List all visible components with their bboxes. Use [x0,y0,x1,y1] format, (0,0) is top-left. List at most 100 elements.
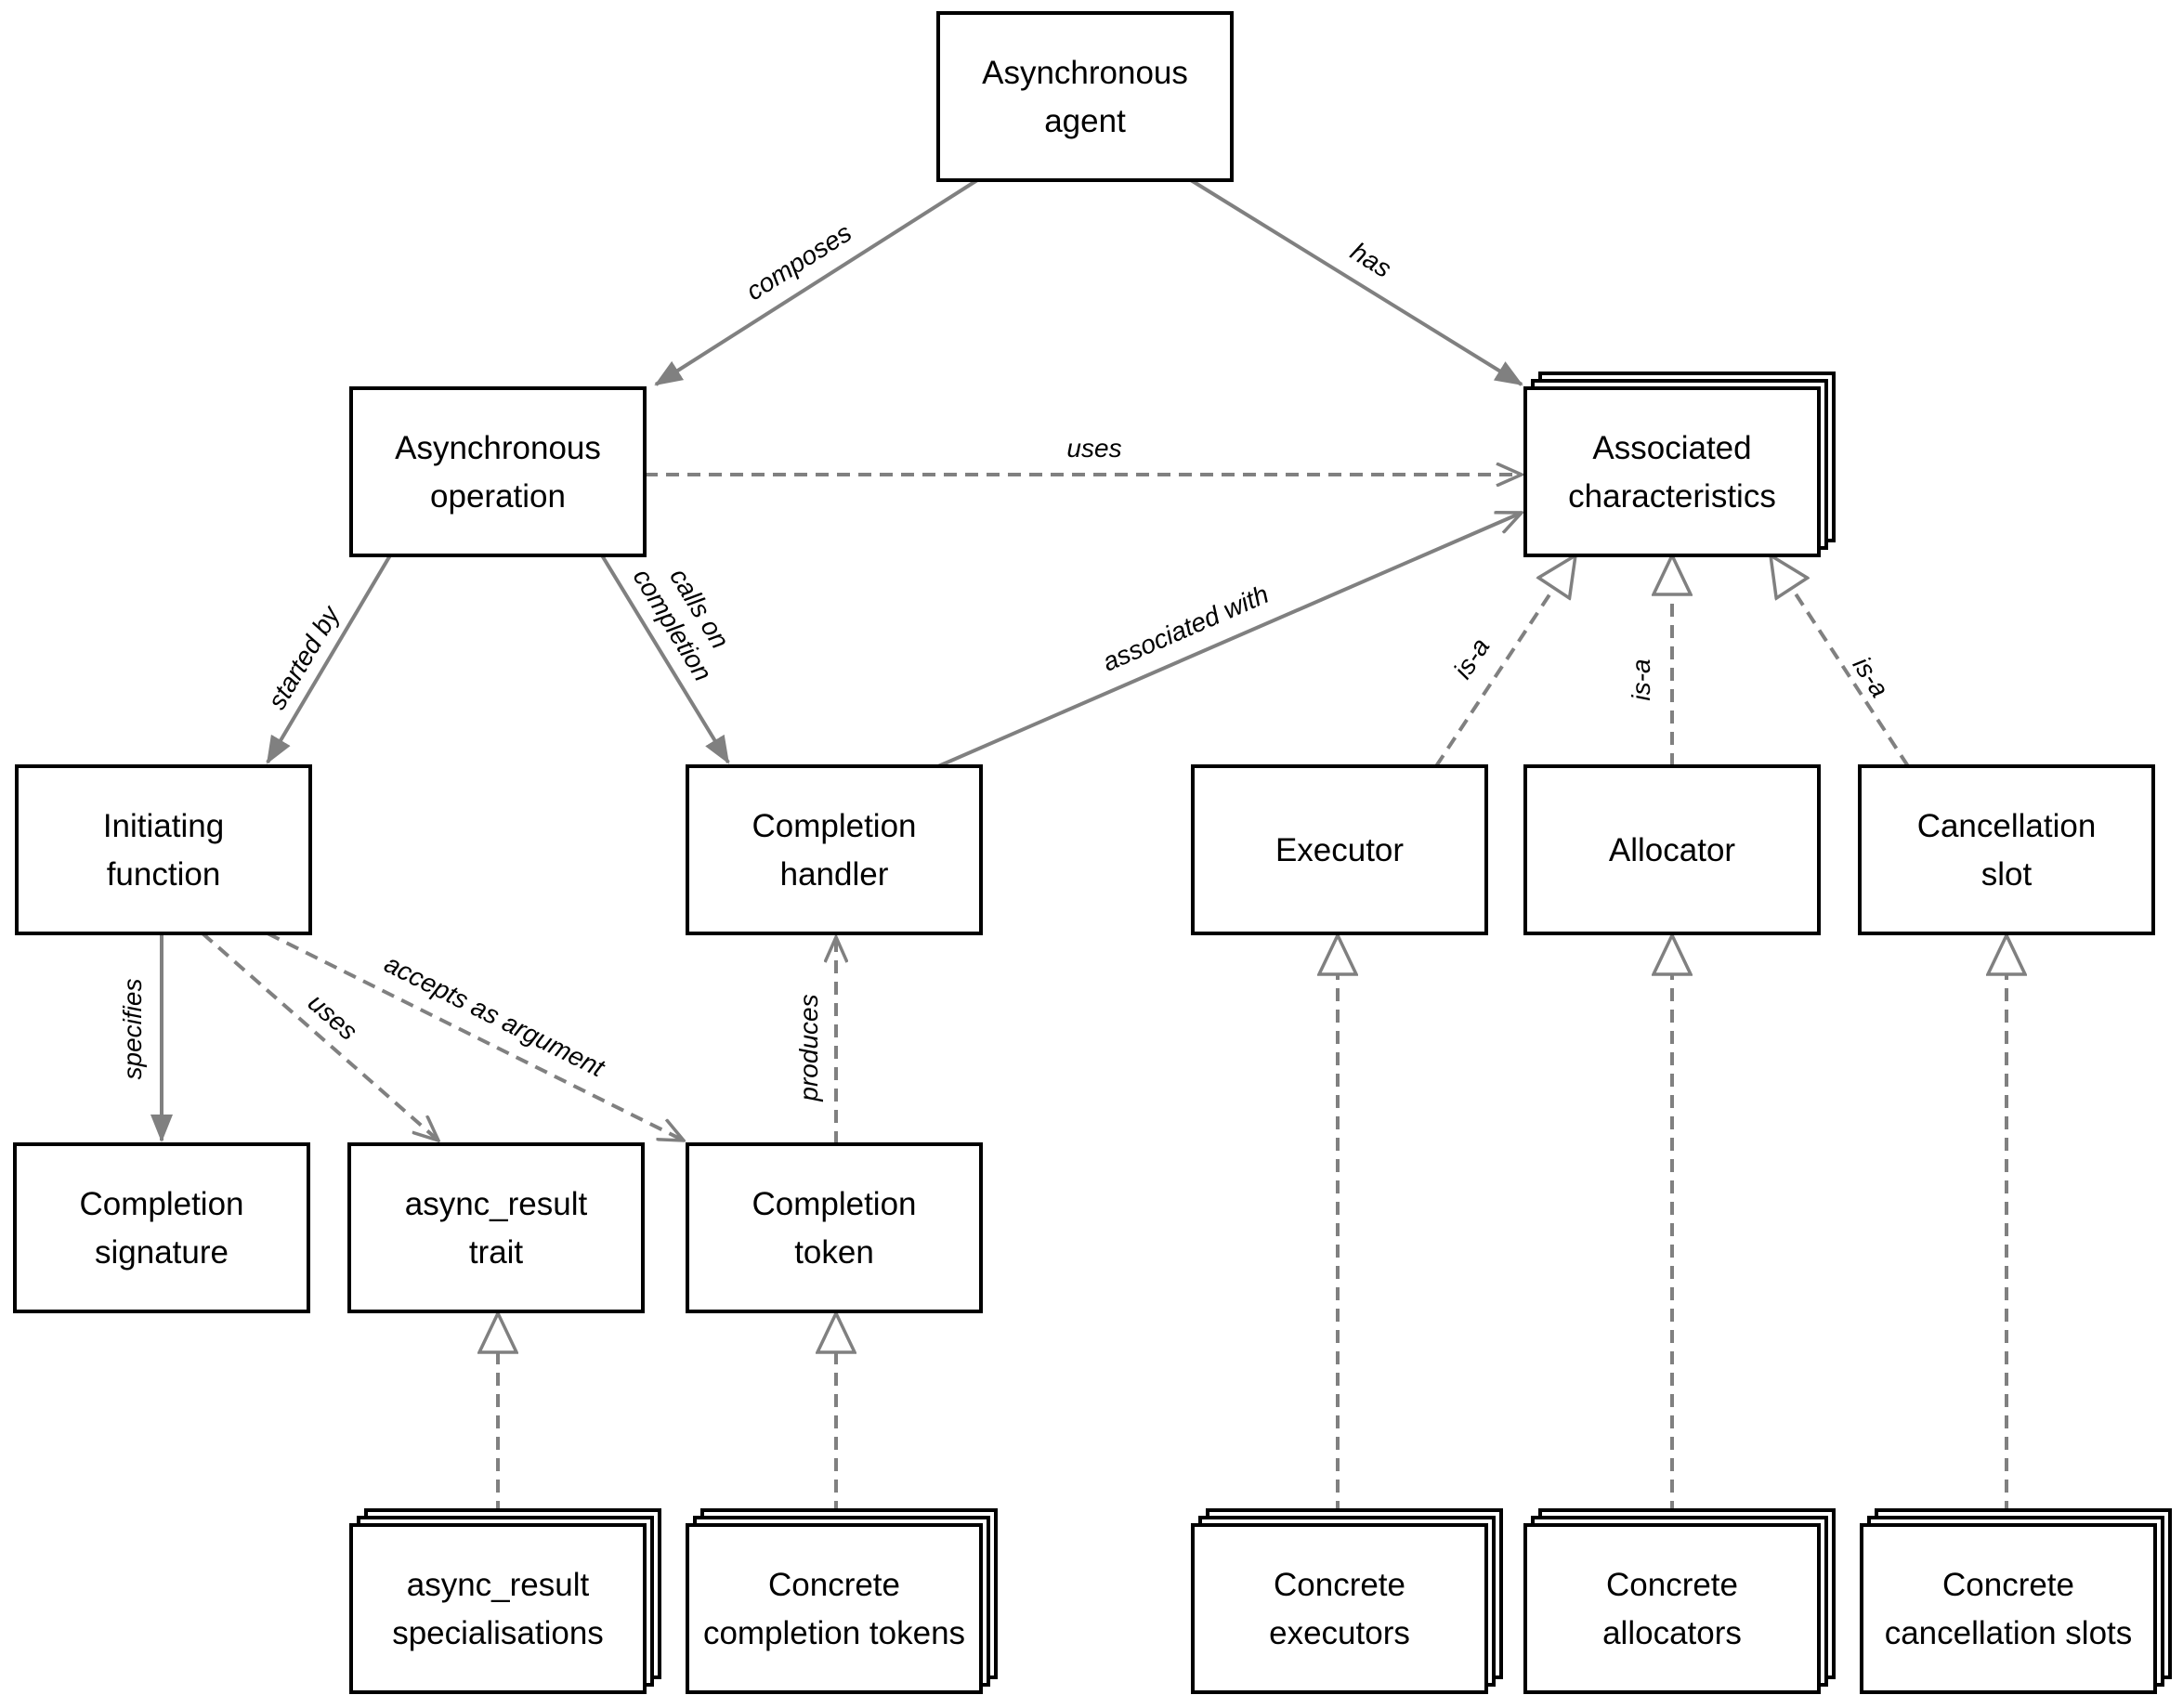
edge-uses-init [201,932,438,1141]
node-handler: Completion handler [686,764,983,935]
node-box [349,386,647,557]
node-concrete_executors: Concrete executors [1191,1508,1503,1694]
node-label-line: completion tokens [703,1615,965,1651]
node-box [686,1523,983,1694]
edge-label-associated-with: associated with [1098,580,1273,677]
node-concrete_allocators: Concrete allocators [1523,1508,1836,1694]
node-label: Asynchronous operation [395,430,601,515]
node-label-line: agent [1044,103,1126,139]
node-box [13,1142,310,1313]
edge-label-uses-op: uses [1066,434,1121,463]
node-box [686,764,983,935]
node-label-line: token [794,1234,874,1271]
node-box [1191,1523,1488,1694]
node-label: Completion token [752,1186,916,1271]
node-label-line: Initiating [103,808,224,844]
node-label-line: Concrete [768,1567,900,1603]
node-label: Asynchronous agent [982,55,1188,139]
node-label: Concrete executors [1269,1567,1410,1651]
node-label: Initiating function [103,808,224,893]
node-label-line: handler [780,856,889,893]
node-label-line: Asynchronous [982,55,1188,91]
edge-label-uses-init: uses [303,988,363,1046]
node-label-line: async_result [405,1186,588,1222]
node-label: Cancellation slot [1917,808,2097,893]
node-label-line: allocators [1602,1615,1742,1651]
node-label: Concrete allocators [1602,1567,1742,1651]
edge-label-started-by: started by [262,600,346,714]
node-label-line: Executor [1275,832,1404,868]
node-allocator: Allocator [1523,764,1821,935]
node-label: Executor [1275,832,1404,868]
node-label-line: Concrete [1274,1567,1405,1603]
node-concrete_tokens: Concrete completion tokens [686,1508,998,1694]
node-characteristics: Associated characteristics [1523,372,1836,557]
node-executor: Executor [1191,764,1488,935]
edge-isa-cancel [1771,555,1910,768]
node-label: Completion signature [79,1186,243,1271]
node-box [1858,764,2155,935]
node-label: async_result specialisations [392,1567,604,1651]
node-async_result_specs: async_result specialisations [349,1508,661,1694]
edge-label-calls-on-completion: calls oncompletion [628,547,745,685]
node-label-line: Completion [752,808,916,844]
edges-layer [150,178,2007,1514]
edge-associated-with [937,513,1522,768]
node-operation: Asynchronous operation [349,386,647,557]
node-label-line: Asynchronous [395,430,601,466]
edge-label-isa-cancel: is-a [1848,651,1895,702]
node-label: Concrete completion tokens [703,1567,965,1651]
node-box [1860,1523,2157,1694]
edge-label-isa-executor: is-a [1448,632,1496,684]
edge-composes [654,178,979,386]
node-concrete_cancel_slots: Concrete cancellation slots [1860,1508,2172,1694]
node-label: Allocator [1609,832,1736,868]
node-label-line: Concrete [1606,1567,1738,1603]
node-label-line: signature [95,1234,229,1271]
node-label-line: Concrete [1942,1567,2074,1603]
node-initiating: Initiating function [15,764,312,935]
node-label-line: async_result [407,1567,590,1603]
edge-calls-on-completion [600,554,730,764]
node-label: Concrete cancellation slots [1885,1567,2133,1651]
node-label-line: Completion [752,1186,916,1222]
node-label: Associated characteristics [1568,430,1776,515]
node-box [1523,764,1821,935]
node-box [15,764,312,935]
node-label-line: Associated [1592,430,1751,466]
edge-label-produces: produces [794,994,823,1102]
edge-label-accepts-as-argument: accepts as argument [380,949,610,1083]
node-label-line: Completion [79,1186,243,1222]
edge-has [1189,178,1523,386]
edge-label-specifies: specifies [118,979,147,1080]
node-label-line: characteristics [1568,478,1776,515]
node-label-line: specialisations [392,1615,604,1651]
node-label-line: trait [469,1234,524,1271]
node-label-line: Allocator [1609,832,1736,868]
node-agent: Asynchronous agent [936,11,1234,182]
edge-label-isa-allocator: is-a [1627,658,1655,700]
node-box [349,1523,647,1694]
node-label: Completion handler [752,808,916,893]
node-cancel_slot: Cancellation slot [1858,764,2155,935]
node-label-line: operation [430,478,566,515]
node-box [1191,764,1488,935]
node-box [1523,386,1821,557]
node-box [936,11,1234,182]
node-label-line: cancellation slots [1885,1615,2133,1651]
node-label-line: slot [1981,856,2033,893]
node-label-line: function [107,856,221,893]
edge-accepts-as-argument [267,932,684,1141]
node-label-line: executors [1269,1615,1410,1651]
node-label-line: Cancellation [1917,808,2097,844]
node-box [347,1142,645,1313]
edge-label-has: has [1346,237,1397,283]
node-signature: Completion signature [13,1142,310,1313]
node-box [1523,1523,1821,1694]
